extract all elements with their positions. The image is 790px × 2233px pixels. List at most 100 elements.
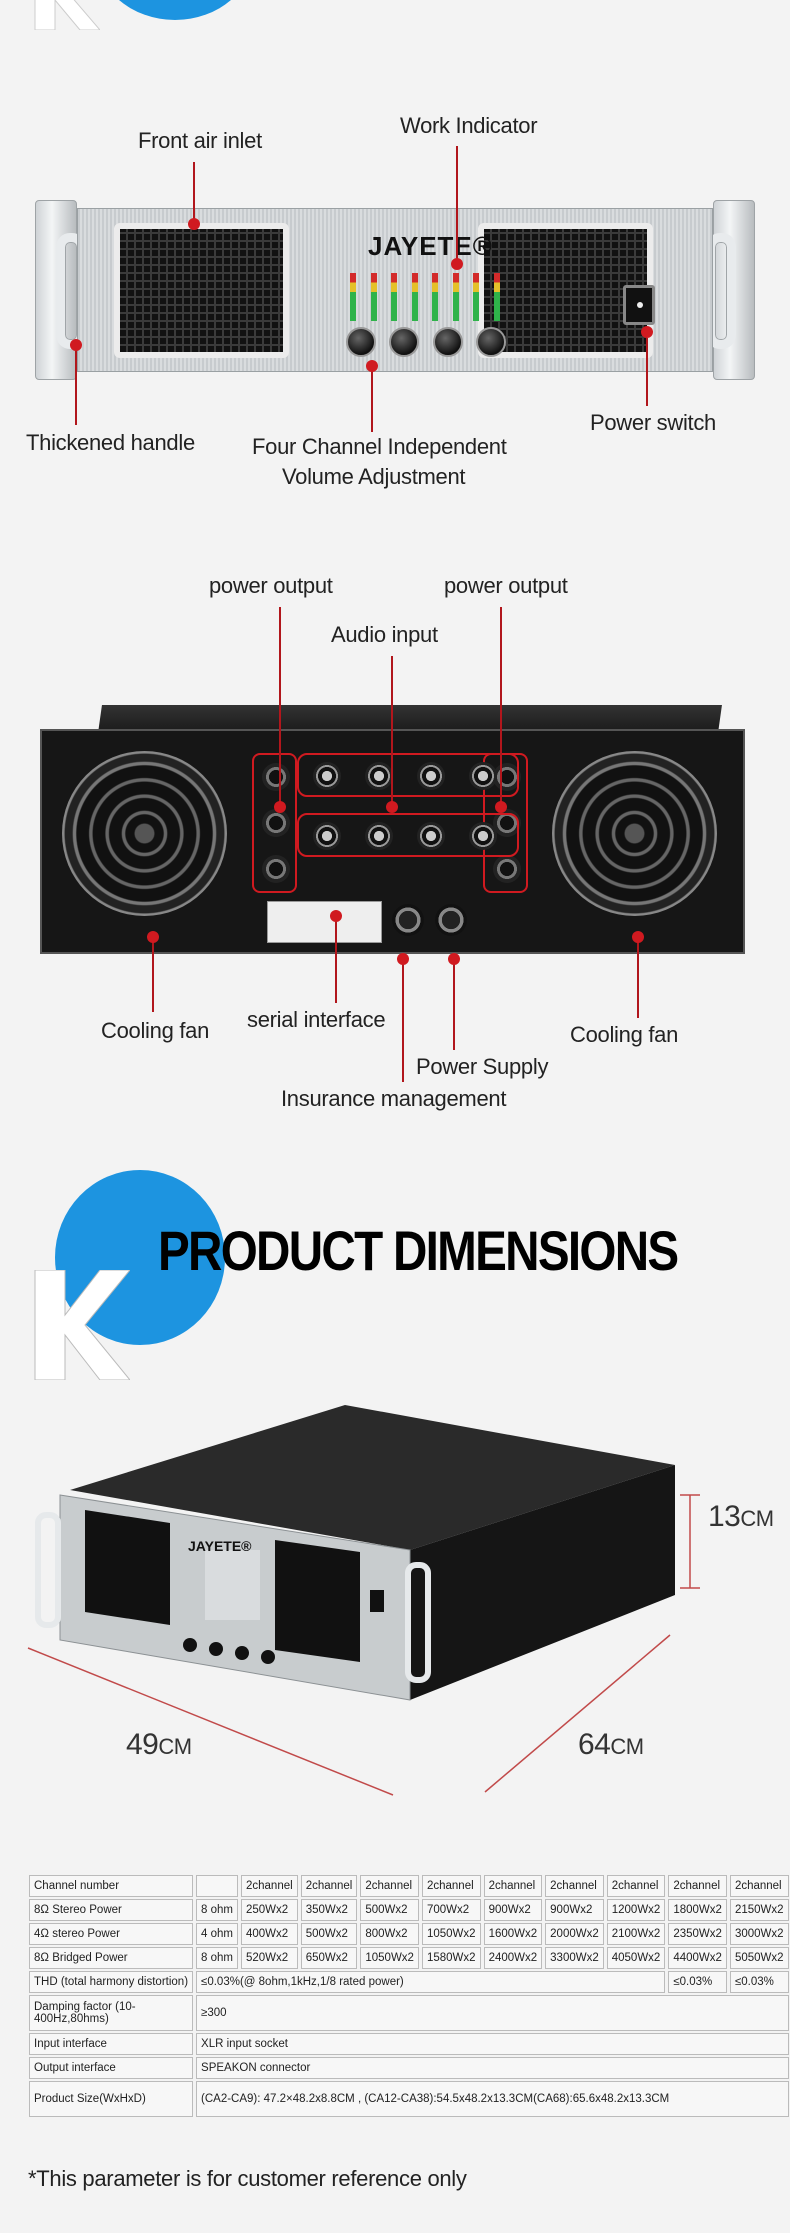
right-air-grille	[478, 223, 653, 358]
callout-dot	[632, 931, 644, 943]
amplifier-isometric-image	[35, 1405, 675, 1701]
callout-dot	[386, 801, 398, 813]
brand-logo-small: JAYETE®	[188, 1538, 252, 1554]
leader-line	[456, 146, 458, 264]
row-sub-label: 8 ohm	[196, 1947, 238, 1969]
table-cell: 2channel	[241, 1875, 298, 1897]
callout-power-switch: Power switch	[590, 410, 716, 435]
callout-work-indicator: Work Indicator	[400, 113, 538, 138]
table-cell: 1580Wx2	[421, 1947, 481, 1969]
callout-audio-input: Audio input	[331, 622, 438, 647]
top-logo-fragment	[0, 0, 790, 40]
volume-knobs	[346, 327, 506, 357]
damping-value: ≥300	[196, 1995, 789, 2031]
thd-label: THD (total harmony distortion)	[29, 1971, 194, 1993]
dimensions-title: PRODUCT DIMENSIONS	[158, 1219, 679, 1282]
callout-dot	[366, 360, 378, 372]
leader-line	[402, 962, 404, 1082]
fuse-holder	[392, 904, 424, 936]
table-cell: 2channel	[483, 1875, 543, 1897]
table-cell: 350Wx2	[300, 1899, 358, 1921]
left-rack-ear	[35, 200, 86, 380]
leader-line	[335, 920, 337, 1003]
led-meter	[432, 273, 439, 321]
height-dimension-label: 13CM	[708, 1500, 774, 1534]
power-rocker-switch	[623, 285, 655, 325]
callout-thickened-handle: Thickened handle	[26, 430, 195, 455]
table-cell: 520Wx2	[241, 1947, 298, 1969]
speakon-jack	[493, 855, 521, 883]
size-label: Product Size(WxHxD)	[29, 2081, 194, 2117]
leader-line	[152, 940, 154, 1012]
table-cell: 4050Wx2	[606, 1947, 666, 1969]
led-meter	[391, 273, 398, 321]
table-cell: 2channel	[360, 1875, 419, 1897]
xlr-jack	[365, 822, 393, 850]
table-cell: 900Wx2	[545, 1899, 604, 1921]
table-row-thd: THD (total harmony distortion) ≤0.03%(@ …	[29, 1971, 789, 1993]
speakon-panel-left	[252, 753, 297, 893]
table-cell: 4400Wx2	[668, 1947, 727, 1969]
k-logo-icon	[34, 0, 100, 30]
callout-dot	[147, 931, 159, 943]
leader-line	[453, 962, 455, 1050]
callout-serial-interface: serial interface	[247, 1007, 386, 1032]
input-label: Input interface	[29, 2033, 194, 2055]
table-row-output: Output interface SPEAKON connector	[29, 2057, 789, 2079]
led-meter	[350, 273, 356, 321]
volume-knob	[346, 327, 376, 357]
depth-value: 64	[578, 1728, 611, 1761]
speakon-jack	[262, 763, 290, 791]
thd-value-2: ≤0.03%	[668, 1971, 727, 1993]
speakon-jack	[493, 763, 521, 791]
callout-dot	[448, 953, 460, 965]
front-face-plate: JAYETE®	[77, 208, 713, 372]
table-cell: 2channel	[668, 1875, 727, 1897]
row-sub-label: 4 ohm	[196, 1923, 238, 1945]
row-label: 8Ω Stereo Power	[29, 1899, 194, 1921]
callout-dot	[641, 326, 653, 338]
callout-power-output-right: power output	[444, 573, 568, 598]
input-value: XLR input socket	[196, 2033, 789, 2055]
amplifier-rear-image	[40, 705, 750, 975]
table-row-input: Input interface XLR input socket	[29, 2033, 789, 2055]
led-meter	[452, 273, 459, 321]
led-meter	[473, 273, 480, 321]
callout-dot	[188, 218, 200, 230]
right-rack-ear	[706, 200, 755, 380]
table-cell: 700Wx2	[421, 1899, 481, 1921]
volume-knob	[389, 327, 420, 357]
table-cell: 2channel	[606, 1875, 666, 1897]
callout-insurance-management: Insurance management	[281, 1086, 507, 1111]
row-label: 8Ω Bridged Power	[29, 1947, 194, 1969]
row-sub-label	[196, 1875, 238, 1897]
xlr-jack	[469, 762, 497, 790]
volume-knob	[432, 327, 463, 357]
depth-unit: CM	[610, 1734, 644, 1759]
callout-cooling-fan-left: Cooling fan	[101, 1018, 209, 1043]
callout-volume-line1: Four Channel Independent	[252, 434, 507, 459]
table-cell: 2channel	[421, 1875, 481, 1897]
xlr-input-row-1	[297, 753, 519, 797]
caution-label	[267, 901, 382, 943]
xlr-input-row-2	[297, 813, 519, 857]
volume-knob	[475, 327, 506, 357]
reference-note: *This parameter is for customer referenc…	[28, 2166, 467, 2191]
table-cell: 500Wx2	[360, 1899, 419, 1921]
callout-power-output-left: power output	[209, 573, 333, 598]
table-cell: 900Wx2	[483, 1899, 543, 1921]
table-cell: 650Wx2	[300, 1947, 358, 1969]
k-logo-icon	[34, 1270, 130, 1380]
leader-line	[637, 940, 639, 1018]
table-cell: 400Wx2	[241, 1923, 298, 1945]
leader-line	[500, 607, 502, 807]
table-cell: 3300Wx2	[545, 1947, 604, 1969]
width-dimension-label: 49CM	[126, 1728, 192, 1762]
table-cell: 1800Wx2	[668, 1899, 727, 1921]
leader-line	[193, 162, 195, 224]
callout-power-supply: Power Supply	[416, 1054, 549, 1079]
